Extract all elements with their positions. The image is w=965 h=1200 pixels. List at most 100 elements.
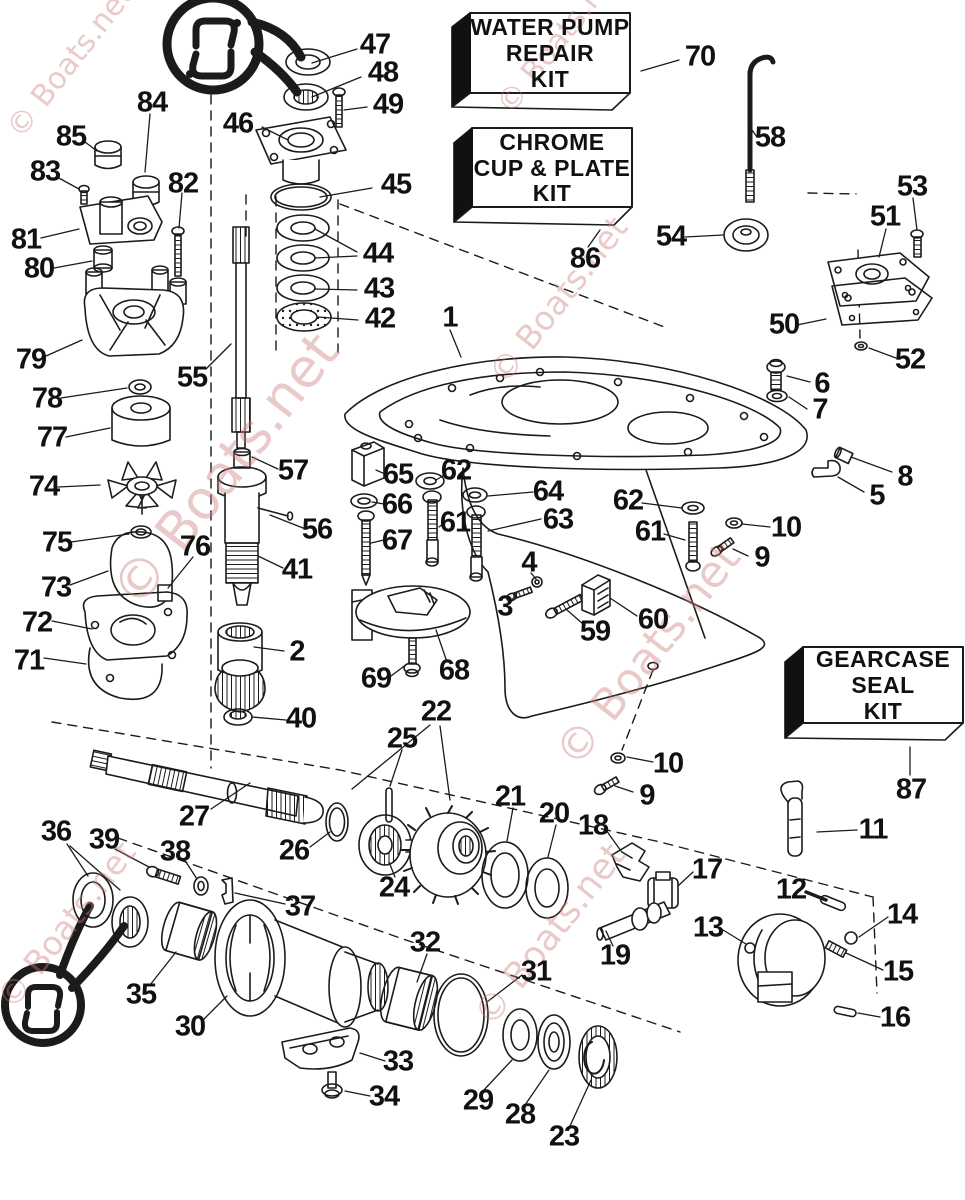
carrier-housing-drawing	[214, 899, 389, 1028]
upper-bearing-stack-drawing	[255, 48, 347, 332]
part-label-15: 15	[882, 955, 914, 988]
part-label-50: 50	[768, 308, 800, 341]
leader-lines	[40, 48, 918, 1127]
part-label-59: 59	[579, 615, 611, 648]
part-label-71: 71	[13, 644, 45, 677]
gearcase-housing-drawing	[344, 356, 808, 719]
part-label-44: 44	[362, 237, 394, 270]
center-fasteners-drawing	[350, 441, 488, 586]
part-label-64: 64	[532, 475, 564, 508]
part-label-34: 34	[368, 1080, 400, 1113]
part-label-26: 26	[278, 834, 310, 867]
part-label-36: 36	[40, 815, 72, 848]
part-label-82: 82	[167, 167, 199, 200]
part-label-73: 73	[40, 571, 72, 604]
kit-text-line: CHROME	[499, 128, 605, 155]
water-pump-repair-kit-box: WATER PUMP REPAIR KIT	[470, 13, 630, 93]
part-label-6: 6	[814, 367, 830, 400]
part-label-81: 81	[10, 223, 42, 256]
part-label-4: 4	[521, 546, 537, 579]
part-label-74: 74	[28, 470, 60, 503]
part-label-62: 62	[440, 454, 472, 487]
part-label-24: 24	[378, 871, 410, 904]
top-right-drawing	[723, 54, 933, 478]
part-label-12: 12	[775, 873, 807, 906]
part-label-25: 25	[386, 722, 418, 755]
water-pump-column-drawing	[78, 140, 188, 700]
part-label-13: 13	[692, 911, 724, 944]
part-label-84: 84	[136, 86, 168, 119]
kit-text-line: KIT	[863, 698, 903, 724]
part-label-9: 9	[639, 779, 655, 812]
retaining-clip-circle-top	[162, 0, 306, 97]
part-label-16: 16	[879, 1001, 911, 1034]
part-label-77: 77	[36, 421, 68, 454]
anode-drawing	[351, 585, 471, 678]
part-label-49: 49	[372, 88, 404, 121]
part-label-31: 31	[520, 955, 552, 988]
kit-text-line: SEAL	[851, 672, 915, 699]
part-label-1: 1	[442, 301, 458, 334]
part-label-33: 33	[382, 1045, 414, 1078]
part-label-40: 40	[285, 702, 317, 735]
part-label-45: 45	[380, 168, 412, 201]
part-label-69: 69	[360, 662, 392, 695]
part-label-80: 80	[23, 252, 55, 285]
part-label-48: 48	[367, 56, 399, 89]
part-label-5: 5	[869, 479, 885, 512]
part-label-51: 51	[869, 200, 901, 233]
shift-cradle-drawing	[737, 913, 826, 1007]
part-label-76: 76	[179, 530, 211, 563]
part-label-62: 62	[612, 484, 644, 517]
part-label-72: 72	[21, 606, 53, 639]
part-label-30: 30	[174, 1010, 206, 1043]
kit-text-line: REPAIR	[505, 40, 595, 66]
part-label-14: 14	[886, 898, 918, 931]
part-label-86: 86	[569, 242, 601, 275]
part-label-87: 87	[895, 773, 927, 806]
part-label-67: 67	[381, 524, 413, 557]
chrome-cup-plate-kit-box: CHROME CUP & PLATE KIT	[472, 128, 632, 207]
part-label-43: 43	[363, 272, 395, 305]
kit-text-line: WATER PUMP	[470, 14, 630, 41]
part-label-52: 52	[894, 343, 926, 376]
part-label-70: 70	[684, 40, 716, 73]
skeg-fasteners-drawing	[505, 574, 611, 619]
part-label-66: 66	[381, 488, 413, 521]
part-label-35: 35	[125, 978, 157, 1011]
part-label-7: 7	[812, 393, 828, 426]
part-label-61: 61	[634, 515, 666, 548]
part-label-61: 61	[439, 506, 471, 539]
part-label-23: 23	[548, 1120, 580, 1153]
right-fasteners-drawing	[681, 501, 743, 572]
kit-box-outlines	[451, 12, 964, 741]
propshaft-group-drawing	[89, 749, 858, 1018]
kit-text-line: CUP & PLATE	[473, 154, 631, 181]
part-label-85: 85	[55, 120, 87, 153]
part-label-55: 55	[176, 361, 208, 394]
part-label-38: 38	[159, 835, 191, 868]
part-label-10: 10	[770, 511, 802, 544]
part-label-27: 27	[178, 800, 210, 833]
part-label-78: 78	[31, 382, 63, 415]
part-label-37: 37	[284, 890, 316, 923]
part-label-75: 75	[41, 526, 73, 559]
part-label-60: 60	[637, 603, 669, 636]
part-label-32: 32	[409, 926, 441, 959]
part-label-83: 83	[29, 155, 61, 188]
kit-text-line: KIT	[530, 65, 570, 92]
part-label-39: 39	[88, 823, 120, 856]
part-label-18: 18	[577, 809, 609, 842]
part-label-65: 65	[382, 458, 414, 491]
part-label-19: 19	[599, 939, 631, 972]
part-label-46: 46	[222, 107, 254, 140]
part-label-3: 3	[497, 590, 513, 623]
part-label-41: 41	[281, 553, 313, 586]
shift-lever-drawing	[593, 752, 804, 857]
part-label-8: 8	[897, 460, 913, 493]
part-label-63: 63	[542, 503, 574, 536]
gearcase-seal-kit-box: GEARCASE SEAL KIT	[803, 646, 963, 724]
part-label-21: 21	[494, 780, 526, 813]
